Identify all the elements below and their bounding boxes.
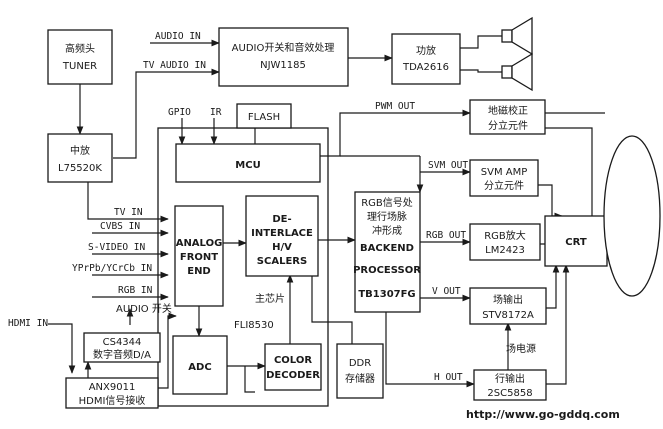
audio-proc-model: NJW1185 (260, 60, 306, 71)
geomag-label: 地磁校正 (488, 104, 528, 117)
power-amp-label: 功放 (416, 44, 436, 57)
if-amp-box (47, 133, 113, 183)
field-power-label: 场电源 (506, 342, 536, 355)
line-out-label: 行输出 (495, 372, 525, 385)
h-out-label: H OUT (434, 372, 463, 383)
adc-label: ADC (188, 362, 211, 373)
deinterlace-line1: DE- (272, 214, 291, 225)
mcu-label: MCU (235, 160, 260, 171)
tuner-model: TUNER (62, 61, 97, 72)
line-out-box (473, 369, 547, 401)
svideo-in-label: S-VIDEO IN (88, 242, 145, 253)
deinterlace-line3: H/V (272, 242, 292, 253)
rgb-proc-line6: TB1307FG (358, 289, 415, 300)
fli-label: FLI8530 (234, 320, 274, 331)
ddr-box (336, 343, 384, 399)
line-out-model: 2SC5858 (487, 388, 532, 399)
audio-switch-label: AUDIO 开关 (116, 302, 172, 315)
mcu-box (175, 143, 321, 183)
flash-label: FLASH (248, 112, 280, 123)
tv-in-label: TV IN (114, 207, 143, 218)
flash-box (236, 103, 292, 129)
tv-audio-in-label: TV AUDIO IN (143, 60, 206, 71)
deinterlace-line4: SCALERS (257, 256, 307, 267)
rgb-proc-line2: 理行场脉 (367, 210, 407, 223)
rgb-amp-box (469, 223, 541, 261)
svm-amp-label: SVM AMP (481, 167, 528, 178)
speaker-icon (501, 16, 533, 56)
crt-box (544, 215, 608, 267)
if-amp-label: 中放 (70, 144, 90, 157)
watermark: http://www.go-gddq.com (466, 408, 620, 421)
cvbs-in-label: CVBS IN (100, 221, 140, 232)
rgb-amp-label: RGB放大 (484, 229, 526, 242)
power-amp-model: TDA2616 (402, 62, 449, 73)
color-decoder-line2: DECODER (266, 370, 320, 381)
v-out-label: V OUT (432, 286, 461, 297)
audio-in-label: AUDIO IN (155, 31, 201, 42)
svm-amp-sub: 分立元件 (484, 179, 524, 192)
field-out-model: STV8172A (482, 310, 534, 321)
rgb-amp-model: LM2423 (485, 245, 525, 256)
hdmi-in-label: HDMI IN (8, 318, 48, 329)
field-out-label: 场输出 (493, 293, 523, 306)
pwm-out-label: PWM OUT (375, 101, 415, 112)
color-decoder-line1: COLOR (274, 355, 312, 366)
afe-line3: END (187, 266, 211, 277)
svm-amp-box (469, 159, 539, 197)
afe-line2: FRONT (180, 252, 218, 263)
afe-line1: ANALOG (176, 238, 223, 249)
anx-box (65, 377, 159, 409)
rgb-out-label: RGB OUT (426, 230, 466, 241)
cs4344-label: CS4344 (103, 337, 142, 348)
adc-box (172, 335, 228, 395)
rgb-in-label: RGB IN (118, 285, 153, 296)
ir-label: IR (210, 107, 222, 118)
audio-proc-label: AUDIO开关和音效处理 (232, 41, 335, 54)
tuner-box (47, 29, 113, 85)
tuner-label: 高频头 (65, 42, 95, 55)
field-out-box (469, 287, 547, 325)
deinterlace-line2: INTERLACE (251, 228, 313, 239)
geomag-box (469, 99, 546, 135)
main-chip-label: 主芯片 (255, 292, 285, 305)
svm-out-label: SVM OUT (428, 160, 468, 171)
cs4344-sub: 数字音频D/A (93, 348, 151, 361)
rgb-proc-box (354, 191, 421, 313)
power-amp-box (391, 33, 461, 85)
ypbpr-in-label: YPrPb/YCrCb IN (72, 263, 152, 274)
afe-box (174, 205, 224, 307)
crt-tube (603, 135, 661, 297)
audio-proc-box (218, 27, 349, 87)
rgb-proc-line5: PROCESSOR (353, 265, 421, 276)
if-amp-model: L75520K (58, 163, 102, 174)
ddr-line2: 存储器 (345, 372, 375, 385)
rgb-proc-line1: RGB信号处 (361, 197, 413, 209)
geomag-sub: 分立元件 (488, 119, 528, 132)
cs4344-box (83, 332, 161, 363)
ddr-line1: DDR (349, 358, 371, 369)
rgb-proc-line4: BACKEND (360, 243, 414, 254)
deinterlace-box (245, 195, 319, 277)
gpio-label: GPIO (168, 107, 191, 118)
rgb-proc-line3: 冲形成 (372, 224, 402, 237)
crt-label: CRT (565, 237, 587, 248)
wires (48, 35, 608, 393)
anx-sub: HDMI信号接收 (79, 394, 146, 407)
speaker-icon (501, 52, 533, 92)
anx-label: ANX9011 (89, 382, 136, 393)
color-decoder-box (264, 343, 322, 391)
